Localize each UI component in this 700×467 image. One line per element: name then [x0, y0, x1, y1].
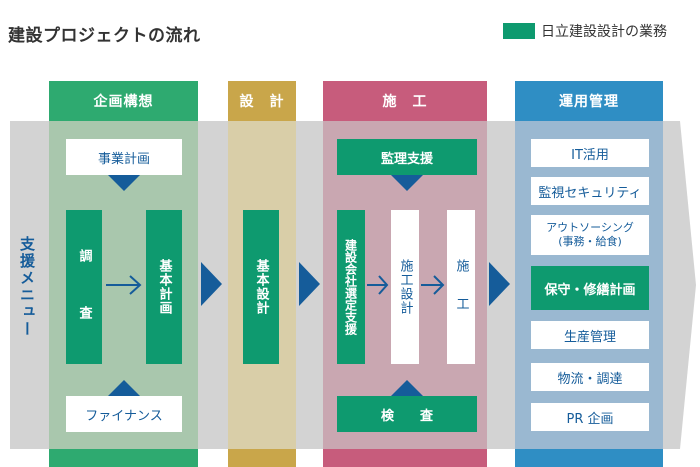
production-management-box: 生産管理: [531, 321, 649, 349]
footer-construction: [323, 449, 487, 467]
down-arrow-icon: [108, 175, 140, 191]
it-box: IT活用: [531, 139, 649, 167]
footer-planning: [49, 449, 198, 467]
pr-box: PR 企画: [531, 403, 649, 431]
finance-box: ファイナンス: [66, 396, 182, 432]
outsourcing-label: アウトソーシング: [546, 221, 634, 234]
survey-box: 調 査: [66, 210, 102, 364]
basic-plan-box: 基本計画: [146, 210, 182, 364]
construction-design-box: 施工設計: [391, 210, 419, 364]
footer-design: [228, 449, 296, 467]
maintenance-plan-box: 保守・修繕計画: [531, 266, 649, 310]
supervision-box: 監理支援: [337, 139, 477, 175]
up-arrow-icon: [391, 380, 423, 396]
contractor-selection-box: 建設会社選定支援: [337, 210, 365, 364]
header-construction: 施 工: [323, 81, 487, 121]
basic-design-box: 基本設計: [243, 210, 279, 364]
flow-arrow-icon: [201, 262, 222, 306]
flow-arrow-icon: [489, 262, 510, 306]
side-label: 支援メニュー: [18, 236, 36, 338]
right-arrow-icon: [421, 275, 445, 295]
construction-work-box: 施 工: [447, 210, 475, 364]
outsourcing-sublabel: (事務・給食): [558, 235, 622, 248]
down-arrow-icon: [391, 175, 423, 191]
legend-label: 日立建設設計の業務: [541, 24, 667, 40]
logistics-box: 物流・調達: [531, 363, 649, 391]
right-arrow-icon: [367, 275, 389, 295]
flow-arrow-icon: [299, 262, 320, 306]
inspection-box: 検 査: [337, 396, 477, 432]
page-title: 建設プロジェクトの流れ: [8, 26, 201, 46]
outsourcing-box: アウトソーシング (事務・給食): [531, 215, 649, 255]
security-box: 監視セキュリティ: [531, 177, 649, 205]
right-arrow-icon: [106, 275, 142, 295]
legend-swatch: [503, 23, 535, 39]
band-arrow-icon: [680, 121, 696, 449]
up-arrow-icon: [108, 380, 140, 396]
header-planning: 企画構想: [49, 81, 198, 121]
footer-operation: [515, 449, 663, 467]
header-design: 設 計: [228, 81, 296, 121]
header-operation: 運用管理: [515, 81, 663, 121]
project-plan-box: 事業計画: [66, 139, 182, 175]
